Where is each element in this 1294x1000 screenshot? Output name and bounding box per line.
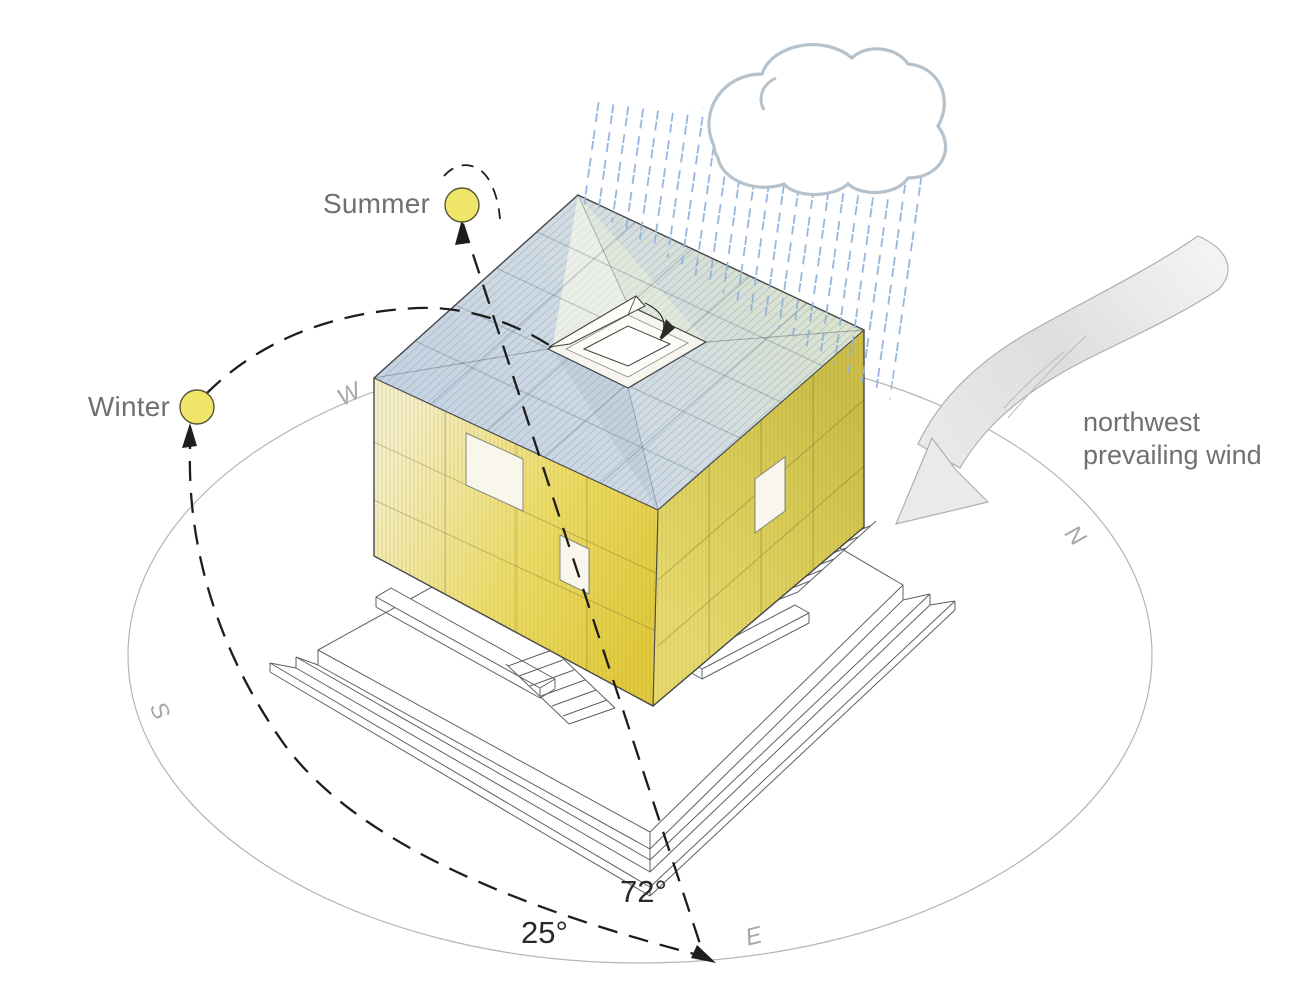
wind-arrow-icon: [894, 235, 1229, 525]
winter-sun-icon: [179, 389, 215, 425]
flap-arrowhead-icon: [660, 319, 675, 341]
window-right: [754, 456, 786, 534]
facade-left: [373, 378, 659, 706]
skylight: [546, 295, 708, 389]
winter-angle-label: 25°: [521, 915, 568, 950]
summer-sun-icon: [444, 187, 480, 223]
bench-left: [375, 587, 556, 699]
winter-arrowhead-icon: [182, 423, 197, 448]
facade-right: [653, 330, 865, 706]
wind-label-line1: northwest: [1083, 407, 1201, 437]
cloud-icon: [707, 43, 948, 196]
skylight-flap: [548, 295, 646, 348]
wind-label-line2: prevailing wind: [1083, 440, 1262, 470]
summer-arrowhead-icon: [455, 219, 469, 245]
winter-ray-to-skylight: [205, 306, 550, 395]
window-left-large: [465, 432, 524, 512]
summer-altitude-line: [461, 223, 706, 957]
sun-path-summer: [443, 164, 706, 957]
winter-label: Winter: [87, 391, 170, 422]
winter-sun-path-arc: [188, 428, 707, 959]
flap-swing-arc: [644, 302, 665, 339]
sight-lines: [373, 194, 865, 511]
summer-label: Summer: [323, 188, 430, 219]
stairs-left: [505, 647, 616, 725]
summer-angle-label: 72°: [620, 874, 667, 909]
